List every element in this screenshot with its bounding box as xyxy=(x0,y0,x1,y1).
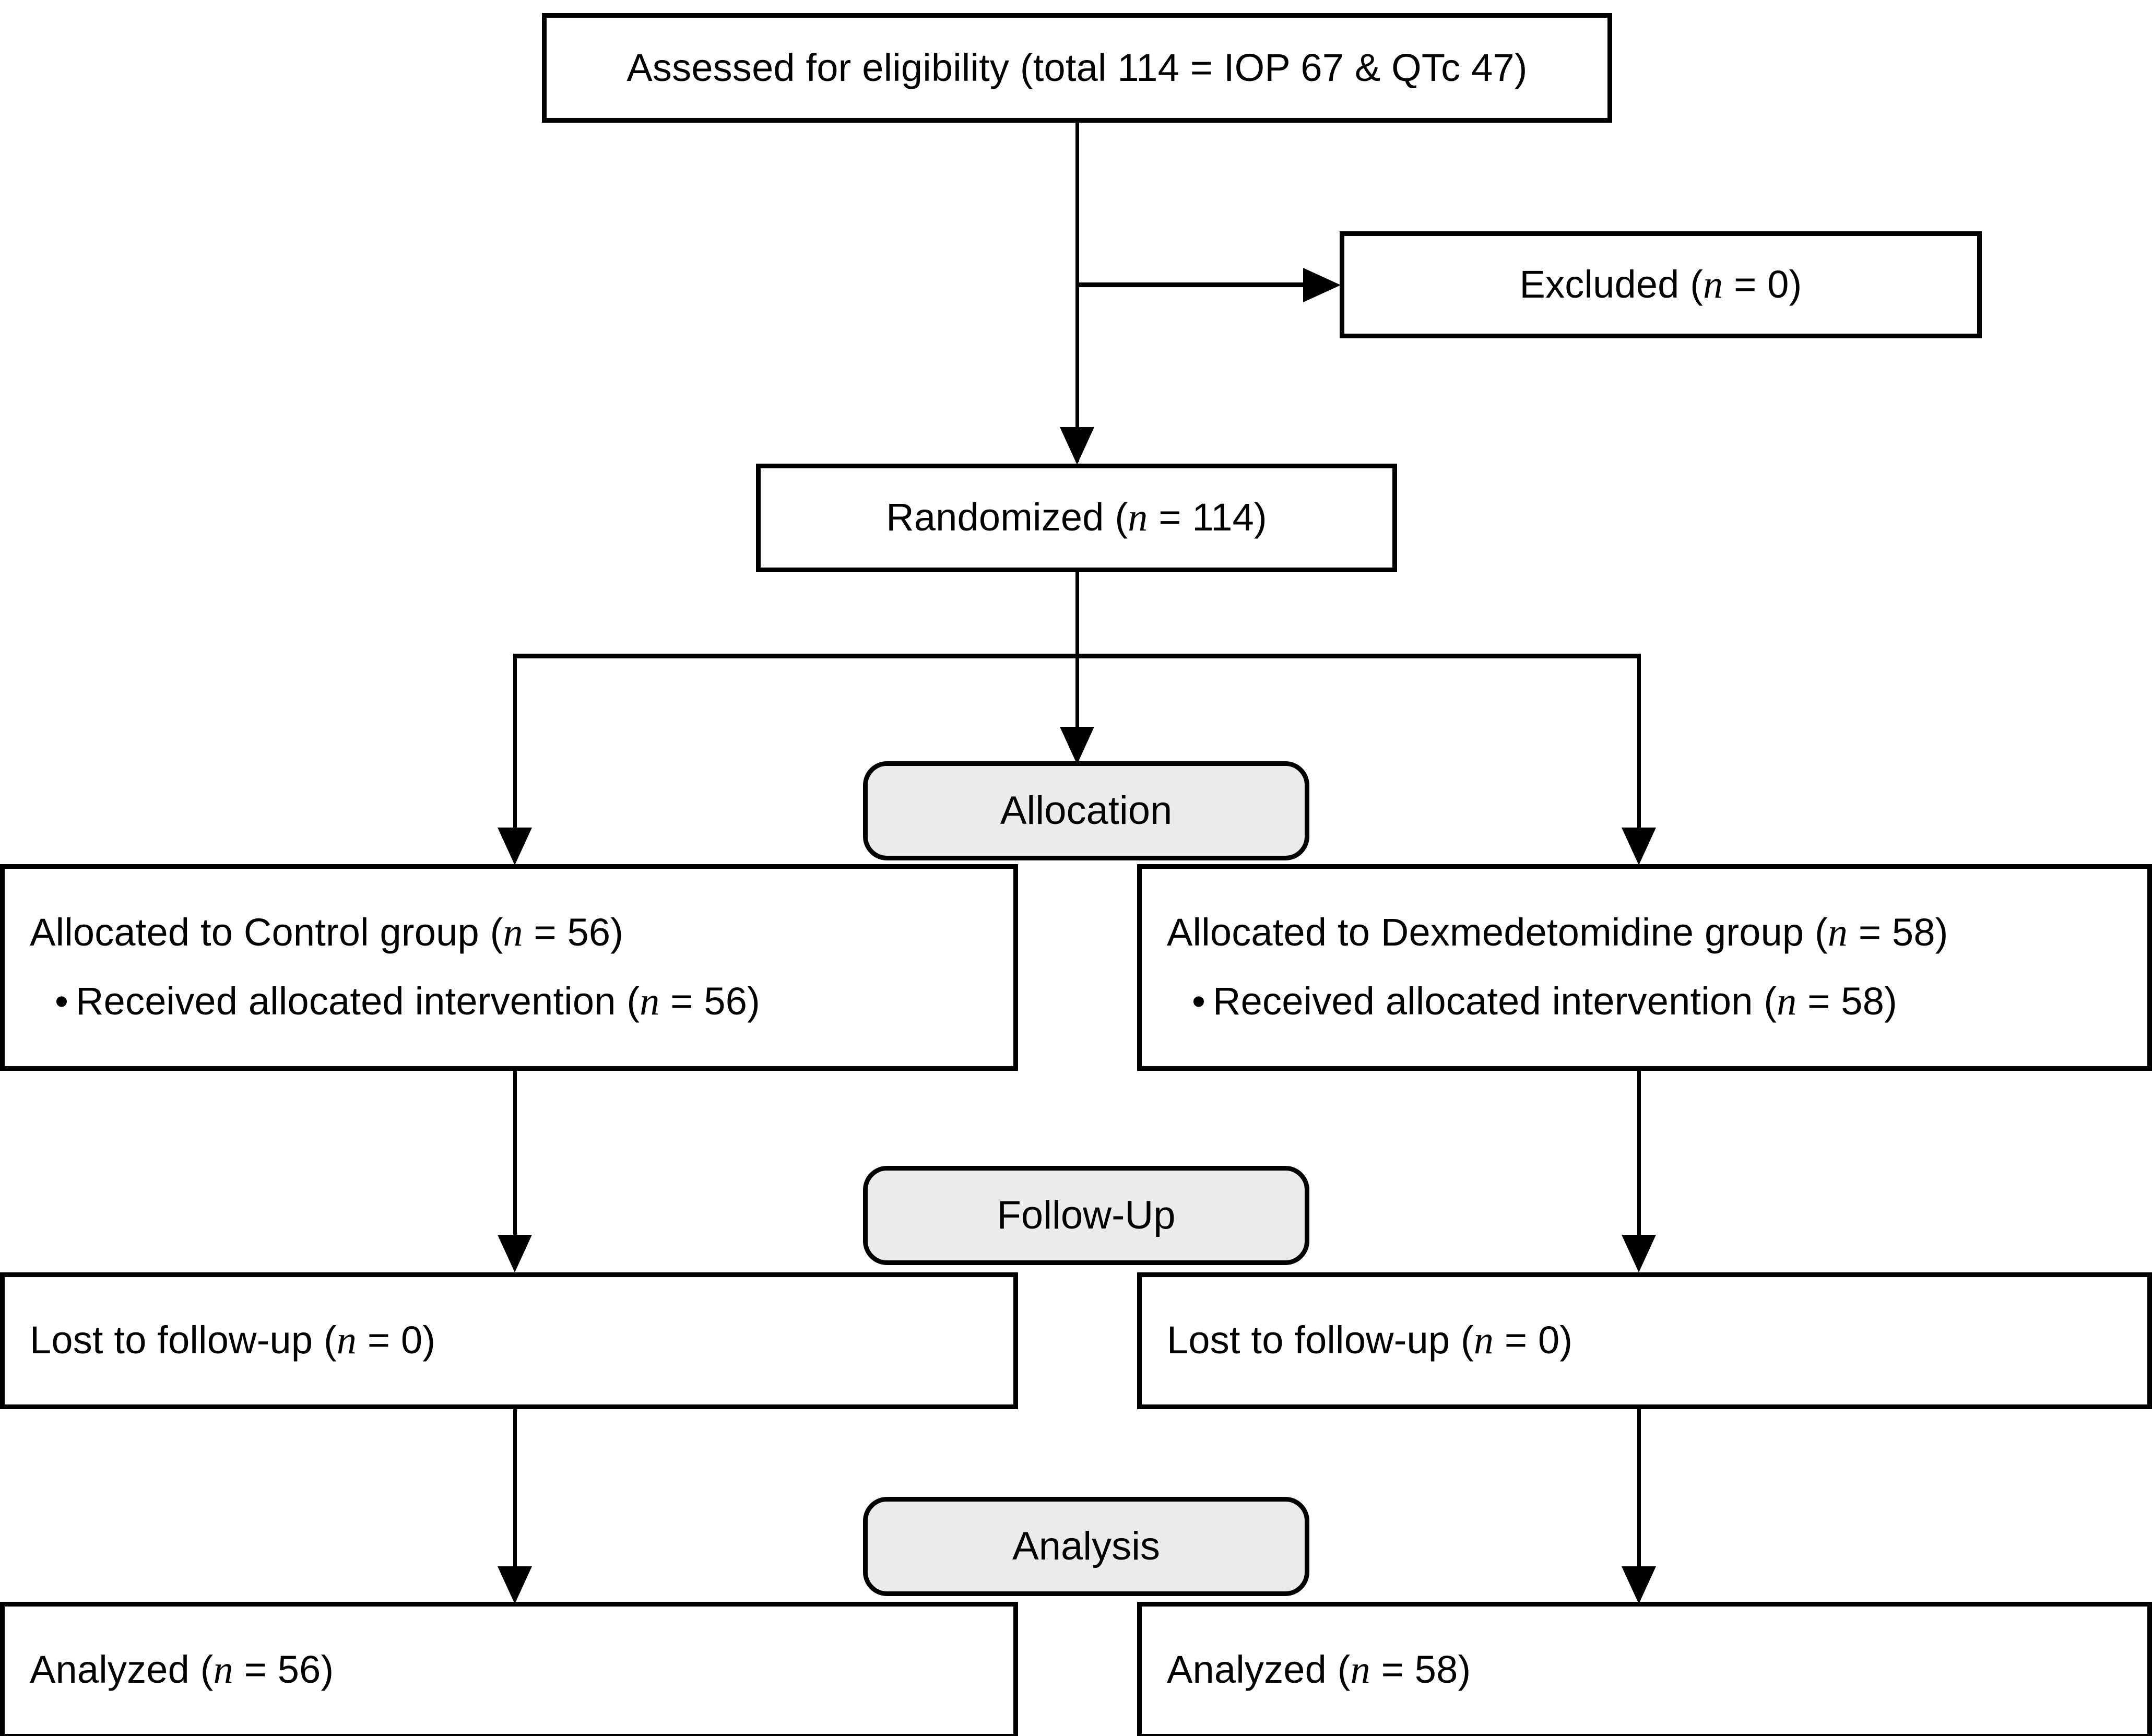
connector-center-to-allocation xyxy=(1075,654,1079,761)
arrow-right-lost-to-analyzed xyxy=(1622,1566,1656,1604)
arrow-left-to-allocated xyxy=(498,828,532,865)
allocated-dex-line1: Allocated to Dexmedetomidine group (n = … xyxy=(1167,911,1948,955)
connector-left-branch xyxy=(513,654,517,852)
italic-n: n xyxy=(1350,1648,1370,1692)
bullet-icon: • xyxy=(55,979,69,1023)
connector-left-lost-to-analyzed xyxy=(513,1409,517,1597)
connector-right-branch xyxy=(1637,654,1641,852)
node-analyzed-dexmedetomidine: Analyzed (n = 58) xyxy=(1137,1602,2152,1736)
node-allocated-dexmedetomidine: Allocated to Dexmedetomidine group (n = … xyxy=(1137,864,2152,1071)
stage-label-allocation: Allocation xyxy=(1000,788,1173,833)
arrow-left-lost-to-analyzed xyxy=(498,1566,532,1604)
stage-label-followup: Follow-Up xyxy=(997,1193,1176,1237)
allocated-control-line2: •Received allocated intervention (n = 56… xyxy=(55,979,760,1023)
analyzed-control-label: Analyzed (n = 56) xyxy=(30,1648,334,1692)
italic-n: n xyxy=(503,911,523,955)
italic-n: n xyxy=(1473,1318,1494,1363)
connector-left-allocated-to-lost xyxy=(513,1071,517,1259)
arrow-center-to-allocation xyxy=(1060,727,1094,764)
arrow-to-excluded xyxy=(1303,268,1341,302)
excluded-label: Excluded (n = 0) xyxy=(1519,262,1802,306)
italic-n: n xyxy=(640,979,660,1023)
allocated-control-line1: Allocated to Control group (n = 56) xyxy=(30,911,624,955)
arrow-left-allocated-to-lost xyxy=(498,1235,532,1272)
italic-n: n xyxy=(213,1648,233,1692)
italic-n: n xyxy=(1827,911,1848,955)
node-allocated-control: Allocated to Control group (n = 56) •Rec… xyxy=(0,864,1018,1071)
node-lost-followup-dexmedetomidine: Lost to follow-up (n = 0) xyxy=(1137,1272,2152,1409)
analyzed-dex-label: Analyzed (n = 58) xyxy=(1167,1648,1471,1692)
lost-followup-control-label: Lost to follow-up (n = 0) xyxy=(30,1318,436,1363)
connector-enrollment-to-randomized xyxy=(1075,123,1079,462)
italic-n: n xyxy=(1703,262,1723,306)
node-lost-followup-control: Lost to follow-up (n = 0) xyxy=(0,1272,1018,1409)
lost-followup-dex-label: Lost to follow-up (n = 0) xyxy=(1167,1318,1573,1363)
arrow-enrollment-to-randomized xyxy=(1060,427,1094,465)
italic-n: n xyxy=(1777,979,1797,1023)
allocated-dex-line2: •Received allocated intervention (n = 58… xyxy=(1192,979,1897,1023)
italic-n: n xyxy=(336,1318,357,1363)
stage-banner-analysis: Analysis xyxy=(863,1497,1309,1596)
connector-to-excluded xyxy=(1075,282,1320,287)
arrow-right-allocated-to-lost xyxy=(1622,1235,1656,1272)
node-excluded: Excluded (n = 0) xyxy=(1340,231,1982,338)
node-assessed-for-eligibility: Assessed for eligibility (total 114 = IO… xyxy=(542,13,1612,123)
stage-label-analysis: Analysis xyxy=(1012,1524,1160,1568)
node-analyzed-control: Analyzed (n = 56) xyxy=(0,1602,1018,1736)
italic-n: n xyxy=(1128,495,1148,540)
connector-right-allocated-to-lost xyxy=(1637,1071,1641,1259)
arrow-right-to-allocated xyxy=(1622,828,1656,865)
connector-randomized-down xyxy=(1075,572,1079,658)
stage-banner-allocation: Allocation xyxy=(863,761,1309,860)
stage-banner-followup: Follow-Up xyxy=(863,1166,1309,1265)
assessed-label: Assessed for eligibility (total 114 = IO… xyxy=(626,46,1528,90)
connector-right-lost-to-analyzed xyxy=(1637,1409,1641,1597)
randomized-label: Randomized (n = 114) xyxy=(886,495,1267,540)
bullet-icon: • xyxy=(1192,979,1206,1023)
node-randomized: Randomized (n = 114) xyxy=(756,464,1397,572)
